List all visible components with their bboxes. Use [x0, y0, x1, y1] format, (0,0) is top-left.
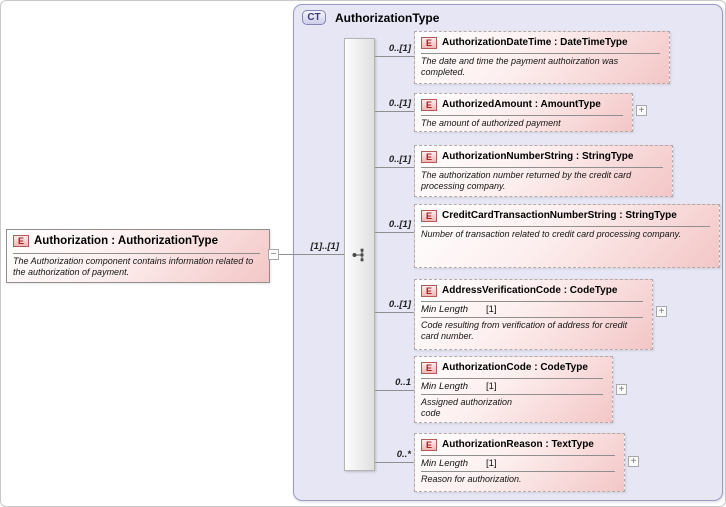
facet-value: [1]	[486, 303, 497, 315]
element-box[interactable]: E AuthorizationNumberString : StringType…	[414, 145, 673, 197]
element-title: AuthorizationReason : TextType	[442, 439, 594, 450]
element-description: Assigned authorization code	[421, 396, 513, 419]
cardinality-label: 0..1	[395, 377, 411, 388]
element-node: 0..* E AuthorizationReason : TextType Mi…	[375, 433, 641, 496]
complextype-badge-icon: CT	[302, 10, 326, 25]
element-description: Number of transaction related to credit …	[421, 228, 681, 239]
cardinality-label: 0..[1]	[388, 219, 411, 230]
facet-label: Min Length	[421, 380, 469, 392]
connector-line	[279, 254, 344, 255]
element-node: 0..[1] E AddressVerificationCode : CodeT…	[375, 279, 669, 354]
element-title: AuthorizationDateTime : DateTimeType	[442, 37, 628, 48]
sequence-icon	[352, 248, 364, 262]
expand-toggle[interactable]: +	[656, 306, 667, 317]
divider	[13, 252, 260, 254]
element-title: AddressVerificationCode : CodeType	[442, 285, 618, 296]
connector-line	[375, 56, 414, 57]
expand-toggle[interactable]: +	[636, 105, 647, 116]
element-node: 0..[1] E AuthorizationNumberString : Str…	[375, 145, 689, 201]
facet-value: [1]	[486, 380, 497, 392]
element-description: Reason for authorization.	[421, 473, 522, 484]
element-badge-icon: E	[421, 362, 437, 374]
complextype-title: AuthorizationType	[335, 10, 440, 25]
facet-row: Min Length [1]	[421, 302, 643, 318]
cardinality-label: 0..[1]	[388, 299, 411, 310]
element-badge-icon: E	[421, 37, 437, 49]
element-box[interactable]: E AuthorizationCode : CodeType Min Lengt…	[414, 356, 613, 423]
element-node: 0..1 E AuthorizationCode : CodeType Min …	[375, 356, 629, 427]
element-box-authorization[interactable]: E Authorization : AuthorizationType The …	[6, 229, 270, 283]
element-node: 0..[1] E CreditCardTransactionNumberStri…	[375, 204, 725, 272]
element-description: Code resulting from verification of addr…	[421, 319, 628, 342]
facet-label: Min Length	[421, 303, 469, 315]
divider	[421, 225, 710, 227]
cardinality-label: 0..*	[396, 449, 411, 460]
element-box[interactable]: E AuthorizationDateTime : DateTimeType T…	[414, 31, 670, 84]
element-badge-icon: E	[421, 210, 437, 222]
divider	[421, 52, 660, 54]
divider	[421, 377, 603, 379]
element-node: 0..[1] E AuthorizedAmount : AmountType T…	[375, 93, 649, 136]
facet-row: Min Length [1]	[421, 456, 615, 472]
element-title: AuthorizationNumberString : StringType	[442, 151, 634, 162]
element-badge-icon: E	[421, 439, 437, 451]
divider	[421, 114, 623, 116]
expand-toggle[interactable]: +	[616, 384, 627, 395]
connector-line	[375, 462, 414, 463]
divider	[421, 300, 643, 302]
element-box[interactable]: E AddressVerificationCode : CodeType Min…	[414, 279, 653, 350]
expand-toggle[interactable]: +	[628, 456, 639, 467]
cardinality-label: 0..[1]	[388, 43, 411, 54]
element-description: The Authorization component contains inf…	[13, 255, 254, 278]
connector-line	[375, 167, 414, 168]
facet-row: Min Length [1]	[421, 379, 603, 395]
element-title: CreditCardTransactionNumberString : Stri…	[442, 210, 677, 221]
element-title: AuthorizationCode : CodeType	[442, 362, 588, 373]
cardinality-label: [1]..[1]	[310, 241, 340, 252]
element-badge-icon: E	[421, 151, 437, 163]
element-badge-icon: E	[421, 285, 437, 297]
connector-line	[375, 111, 414, 112]
cardinality-label: 0..[1]	[388, 154, 411, 165]
facet-label: Min Length	[421, 457, 469, 469]
element-node: 0..[1] E AuthorizationDateTime : DateTim…	[375, 31, 686, 88]
element-title: Authorization : AuthorizationType	[34, 235, 218, 247]
complextype-header[interactable]: CT AuthorizationType	[302, 10, 439, 25]
element-description: The amount of authorized payment	[421, 117, 561, 128]
element-box[interactable]: E AuthorizedAmount : AmountType The amou…	[414, 93, 633, 132]
connector-line	[375, 232, 414, 233]
element-badge-icon: E	[13, 235, 29, 247]
divider	[421, 454, 615, 456]
element-title: AuthorizedAmount : AmountType	[442, 99, 601, 110]
element-badge-icon: E	[421, 99, 437, 111]
divider	[421, 166, 663, 168]
facet-value: [1]	[486, 457, 497, 469]
cardinality-label: 0..[1]	[388, 98, 411, 109]
element-description: The authorization number returned by the…	[421, 169, 632, 192]
element-description: The date and time the payment authoirzat…	[421, 55, 619, 78]
element-box[interactable]: E CreditCardTransactionNumberString : St…	[414, 204, 720, 268]
collapse-toggle[interactable]: −	[268, 249, 279, 260]
element-box[interactable]: E AuthorizationReason : TextType Min Len…	[414, 433, 625, 492]
connector-line	[375, 312, 414, 313]
connector-line	[375, 390, 414, 391]
